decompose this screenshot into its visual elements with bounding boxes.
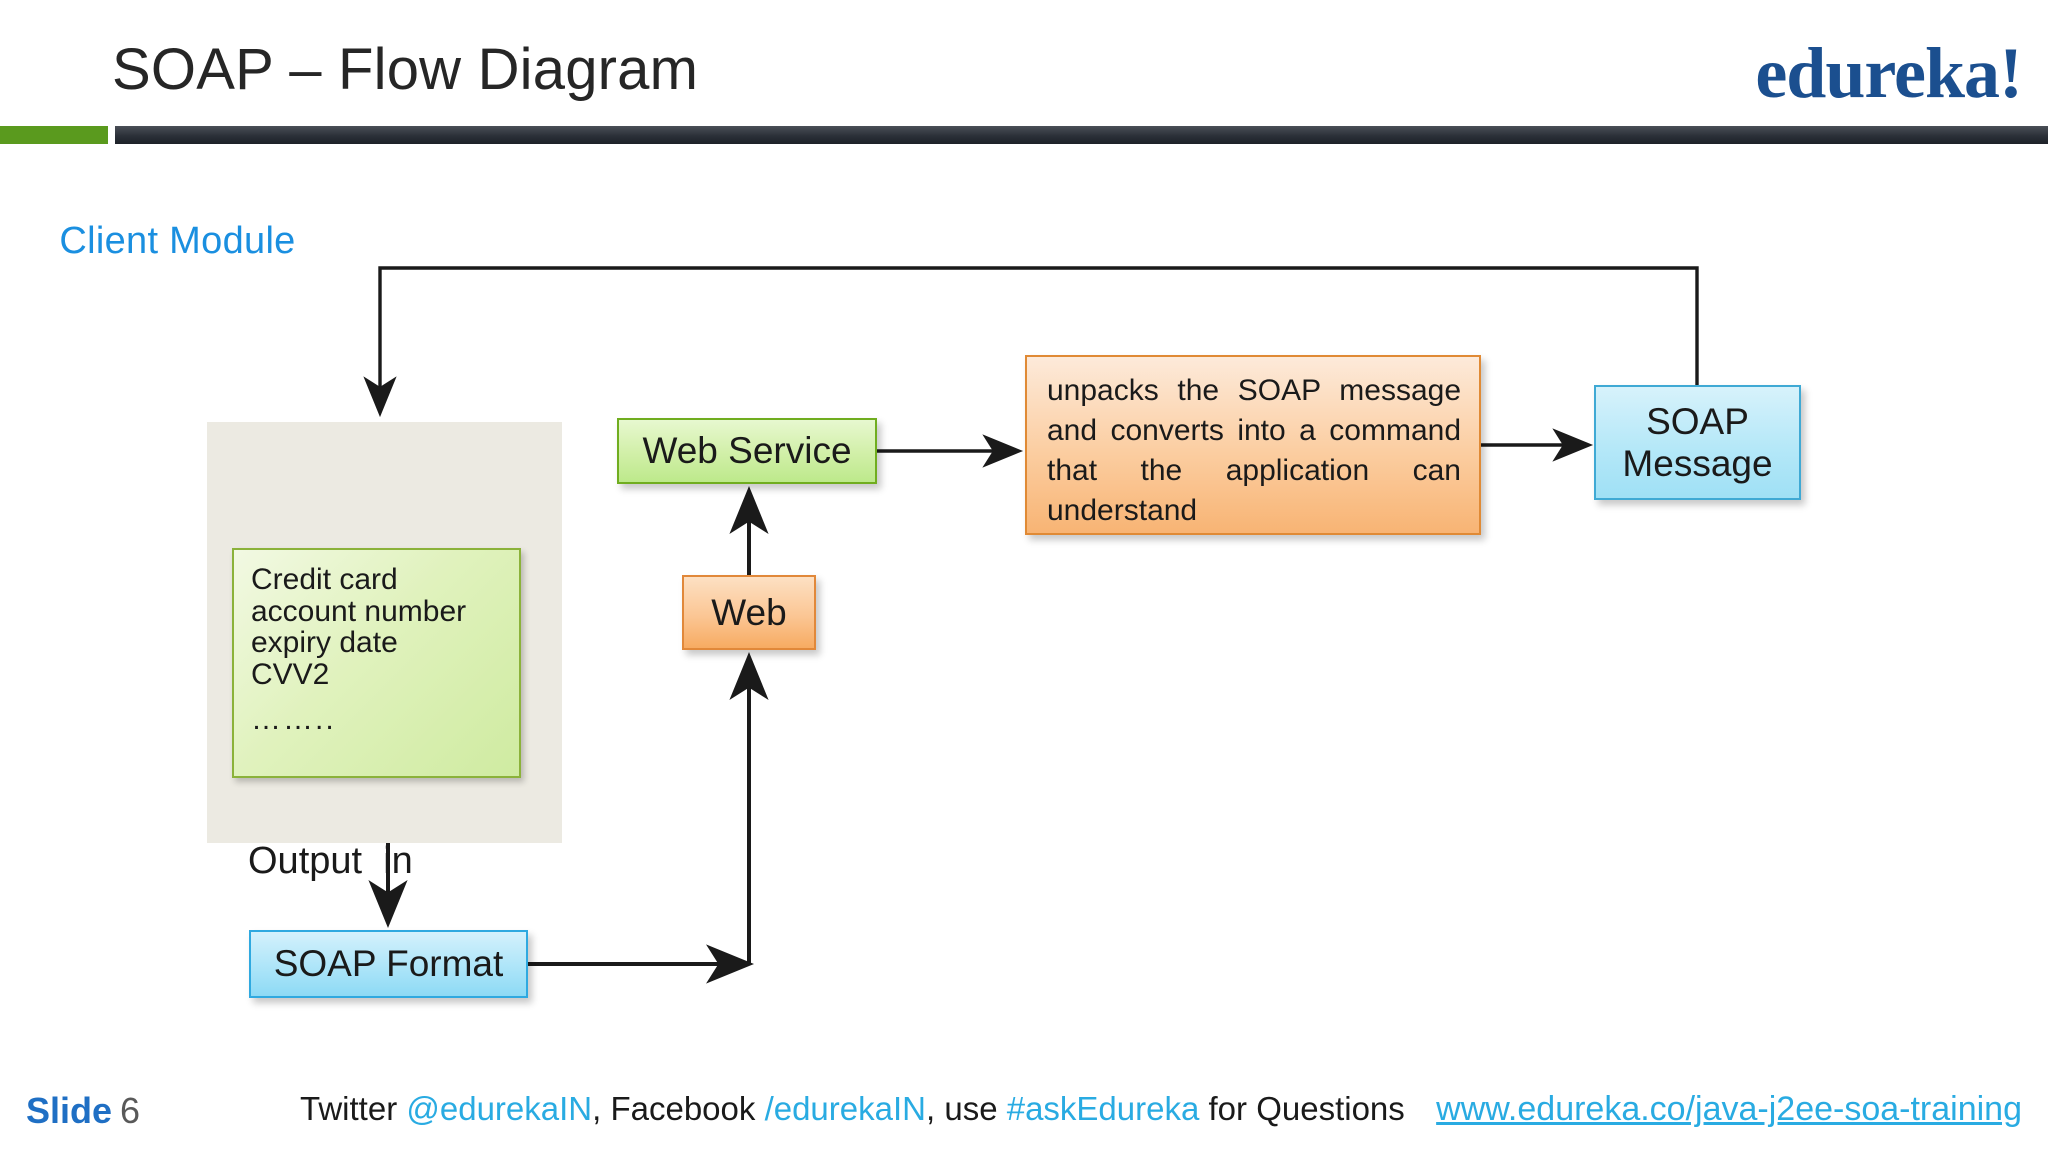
slide-label: Slide <box>26 1090 113 1131</box>
footer-social-mid1: , Facebook <box>592 1090 765 1127</box>
client-data-line-4: CVV2 <box>251 657 330 691</box>
node-web[interactable]: Web <box>682 575 816 650</box>
slide-number-value: 6 <box>120 1090 141 1131</box>
twitter-handle[interactable]: @edurekaIN <box>406 1090 593 1127</box>
node-web-service[interactable]: Web Service <box>617 418 877 484</box>
node-soap-message[interactable]: SOAP Message <box>1594 385 1801 500</box>
client-data-line-3: expiry date <box>251 626 398 659</box>
facebook-handle[interactable]: /edurekaIN <box>764 1090 926 1127</box>
client-data-ellipsis: …….. <box>251 703 336 736</box>
slide-header: SOAP – Flow Diagram edureka! <box>0 0 2048 150</box>
page-title: SOAP – Flow Diagram <box>112 37 699 102</box>
client-module-title: Client Module <box>59 220 296 262</box>
hashtag-askedureka[interactable]: #askEdureka <box>1006 1090 1200 1127</box>
footer-course-url[interactable]: www.edureka.co/java-j2ee-soa-training <box>1436 1090 2022 1128</box>
header-accent-bar-dark <box>115 126 2048 144</box>
client-data-line-1: Credit card <box>251 563 398 596</box>
footer-social-prefix: Twitter <box>300 1090 407 1127</box>
node-soap-format[interactable]: SOAP Format <box>249 930 528 998</box>
client-module-data-box: Credit card account number expiry date C… <box>232 548 521 778</box>
edureka-logo: edureka! <box>1755 33 2023 113</box>
client-data-line-2: account number <box>251 594 467 628</box>
footer-social-text: Twitter @edurekaIN, Facebook /edurekaIN,… <box>300 1090 1405 1128</box>
footer-social-mid2: , use <box>926 1090 1007 1127</box>
flow-diagram: Client Module Credit card account number… <box>0 150 2048 1050</box>
node-unpack-description[interactable]: unpacks the SOAP message and converts in… <box>1025 355 1481 535</box>
connector-soapmessage-to-client <box>363 266 1699 418</box>
header-accent-bar-green <box>0 126 108 144</box>
footer-social-suffix: for Questions <box>1199 1090 1405 1127</box>
output-in-label: Output in <box>248 840 413 882</box>
connector-layer <box>363 266 1699 984</box>
